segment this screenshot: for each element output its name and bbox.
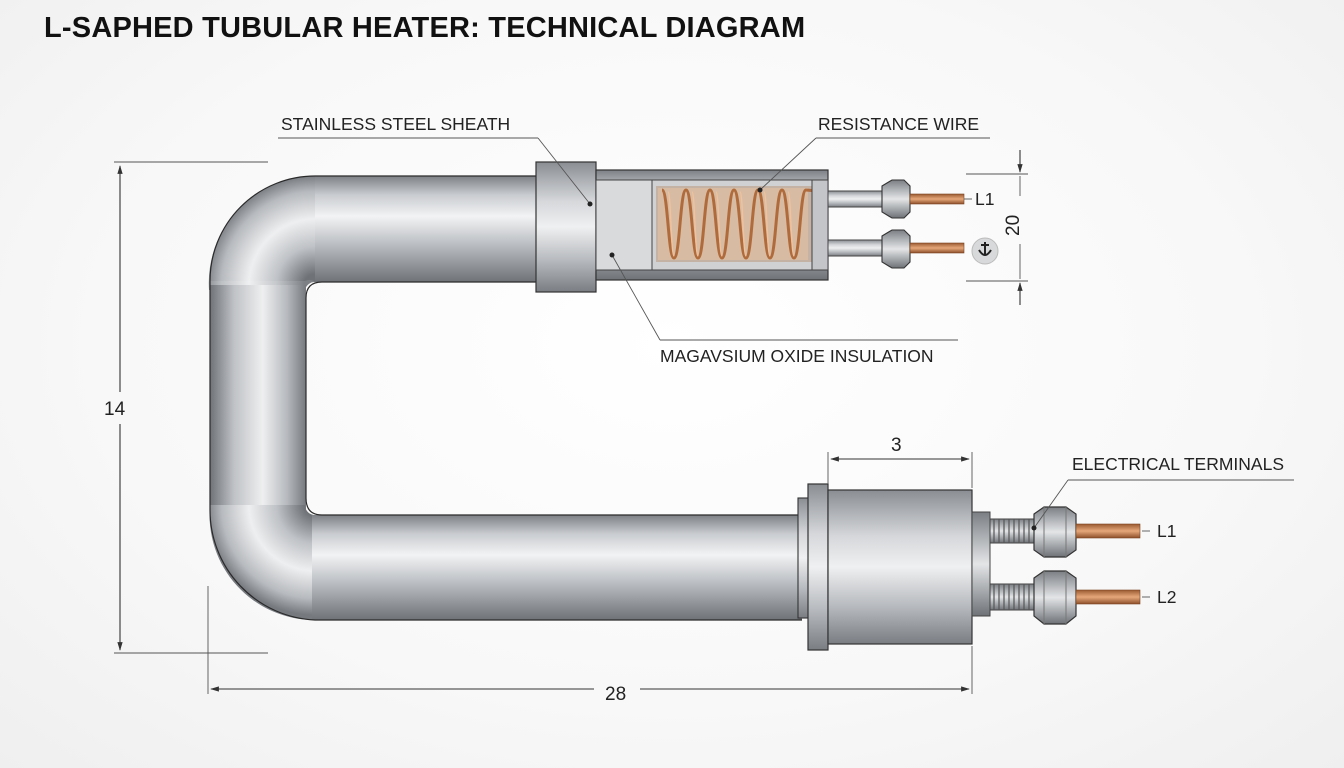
label-stainless-steel-sheath: STAINLESS STEEL SHEATH bbox=[281, 114, 510, 134]
top-terminal-upper bbox=[881, 179, 965, 219]
terminal-label-bottom-l2: L2 bbox=[1157, 587, 1176, 607]
terminal-stud-lower bbox=[989, 570, 1141, 625]
cutaway-section bbox=[535, 161, 999, 293]
tube-bottom-bend bbox=[209, 505, 315, 621]
label-insulation: MAGAVSIUM OXIDE INSULATION bbox=[660, 346, 934, 366]
tube-vertical bbox=[210, 285, 306, 510]
top-terminal-lower bbox=[881, 229, 965, 269]
housing-body bbox=[827, 489, 973, 645]
dim-width-value: 28 bbox=[605, 684, 626, 705]
terminal-label-bottom-l1: L1 bbox=[1157, 521, 1176, 541]
page-title: L-SAPHED TUBULAR HEATER: TECHNICAL DIAGR… bbox=[44, 12, 806, 44]
dim-spacing-value: 20 bbox=[1003, 215, 1024, 236]
ground-symbol-icon bbox=[971, 237, 999, 265]
terminal-label-top-l1: L1 bbox=[975, 189, 994, 209]
dim-height-value: 14 bbox=[104, 399, 126, 420]
label-resistance-wire: RESISTANCE WIRE bbox=[818, 114, 979, 134]
heater-tube bbox=[208, 175, 802, 621]
sheath-collar bbox=[535, 161, 597, 293]
tube-top-straight bbox=[315, 176, 540, 282]
terminal-stud-upper bbox=[989, 506, 1141, 558]
callout-leaders bbox=[278, 137, 1294, 531]
dimension-lines bbox=[114, 150, 1028, 694]
insulation-block bbox=[595, 179, 653, 271]
label-electrical-terminals: ELECTRICAL TERMINALS bbox=[1072, 454, 1284, 474]
resistance-coil bbox=[658, 188, 829, 260]
housing-flange bbox=[807, 483, 829, 651]
dim-collar-value: 3 bbox=[891, 435, 902, 456]
tube-bottom-straight bbox=[312, 515, 802, 620]
terminal-housing bbox=[797, 483, 1150, 651]
